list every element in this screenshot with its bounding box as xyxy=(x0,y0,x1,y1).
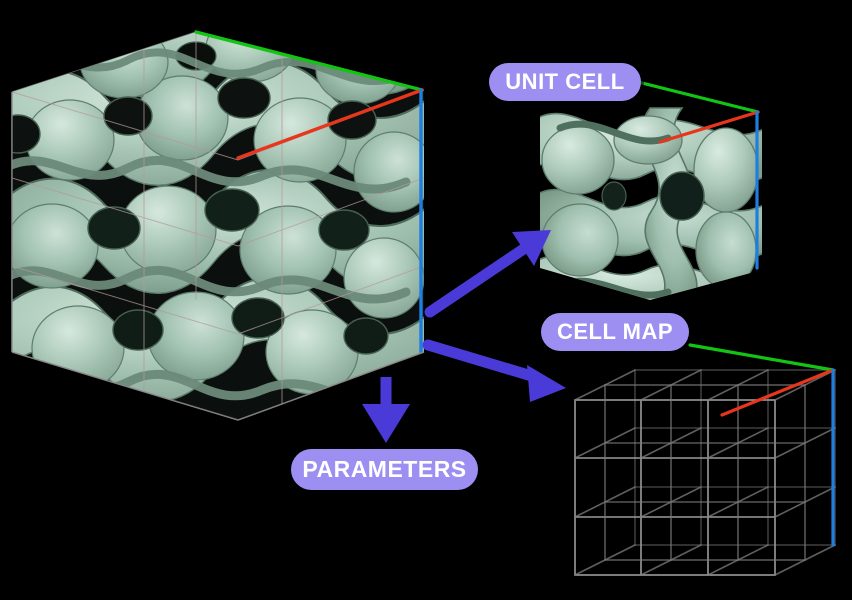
label-parameters[interactable]: PARAMETERS xyxy=(291,449,478,490)
label-unit-cell[interactable]: UNIT CELL xyxy=(489,63,641,101)
arrow-to-parameters xyxy=(362,377,410,443)
cell-grid-lines xyxy=(12,32,424,418)
label-unit-cell-text: UNIT CELL xyxy=(505,69,625,94)
label-cell-map[interactable]: CELL MAP xyxy=(541,313,689,351)
arrow-to-cell-map xyxy=(422,339,566,402)
unit-cell-axis-edges xyxy=(628,78,760,270)
cell-map-grid xyxy=(574,369,836,576)
main-box-axis-edges xyxy=(194,30,424,354)
cell-map-axis-edges xyxy=(688,343,835,547)
unit-cell-surface xyxy=(540,107,762,300)
label-parameters-text: PARAMETERS xyxy=(302,456,467,482)
arrow-to-unit-cell xyxy=(424,230,551,318)
main-box-front-edges xyxy=(11,92,425,421)
label-cell-map-text: CELL MAP xyxy=(556,319,674,344)
